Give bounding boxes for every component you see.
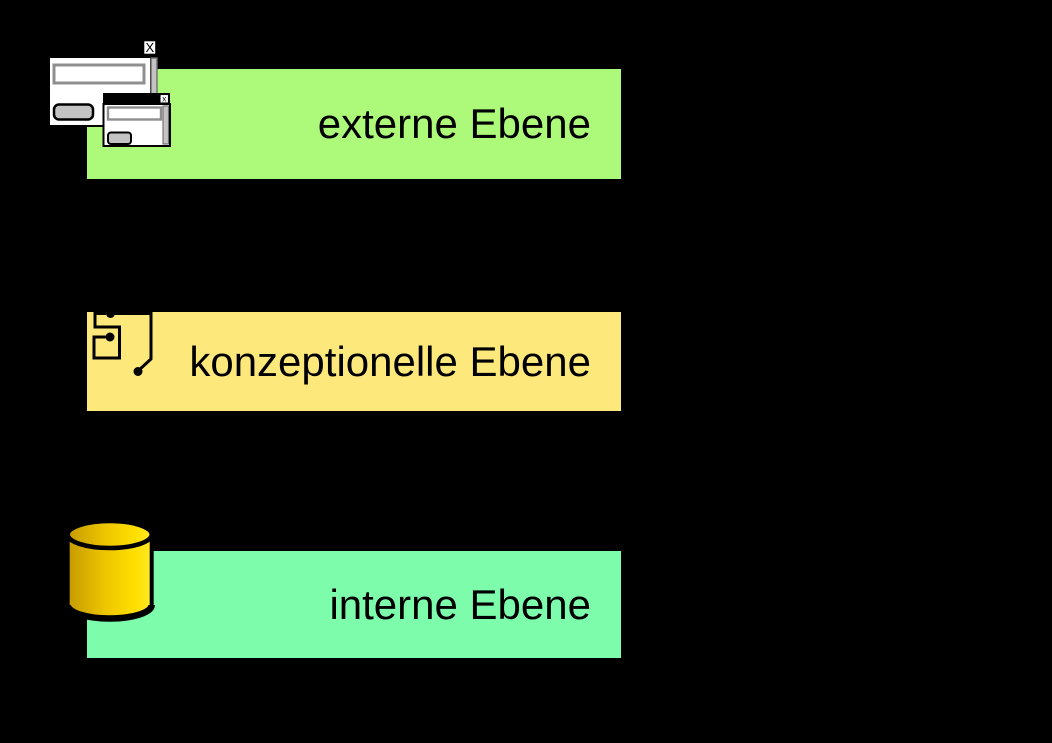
tree-node-dot	[133, 367, 143, 376]
layer-label-conceptual: konzeptionelle Ebene	[189, 337, 591, 385]
layer-label-internal: interne Ebene	[329, 580, 591, 628]
text-field-icon	[106, 106, 163, 121]
tree-node-dot	[106, 309, 115, 318]
text-field-icon	[52, 63, 146, 85]
layer-label-external: externe Ebene	[317, 100, 591, 147]
close-button-icon	[142, 39, 157, 56]
close-button-icon	[159, 93, 170, 104]
layer-box-internal: interne Ebene	[87, 551, 621, 658]
cylinder-bottom-edge	[64, 604, 155, 622]
big-window: X	[48, 38, 158, 127]
layer-box-conceptual: konzeptionelle Ebene	[87, 312, 621, 411]
button-icon	[52, 103, 95, 121]
tree-structure-icon	[92, 302, 153, 376]
close-x-glyph: x	[162, 95, 166, 104]
close-x-glyph: X	[145, 40, 154, 55]
layer-box-external: externe Ebene	[87, 69, 621, 179]
tree-branch-lines	[92, 302, 121, 360]
scrollbar	[162, 105, 170, 145]
cascading-windows-icon: X x	[48, 38, 171, 147]
window-titlebar	[48, 38, 157, 57]
database-cylinder-icon	[64, 518, 155, 622]
button-icon	[107, 131, 132, 145]
tree-node-dot	[105, 332, 115, 342]
window-titlebar	[103, 93, 170, 104]
small-window: x	[102, 93, 171, 147]
cylinder-top	[65, 518, 154, 551]
tree-branch-line	[110, 312, 153, 372]
